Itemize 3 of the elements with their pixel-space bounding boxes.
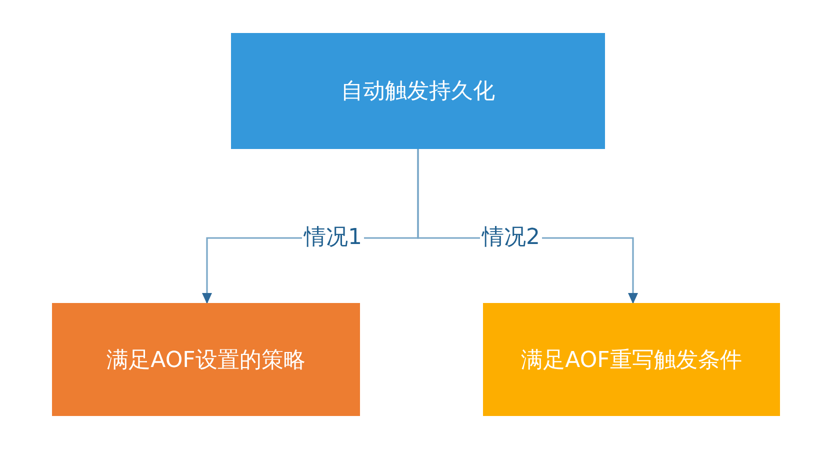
process-box: 满足AOF重写触发条件 [483,303,780,416]
process-box: 自动触发持久化 [231,33,605,149]
process-box: 满足AOF设置的策略 [52,303,360,416]
